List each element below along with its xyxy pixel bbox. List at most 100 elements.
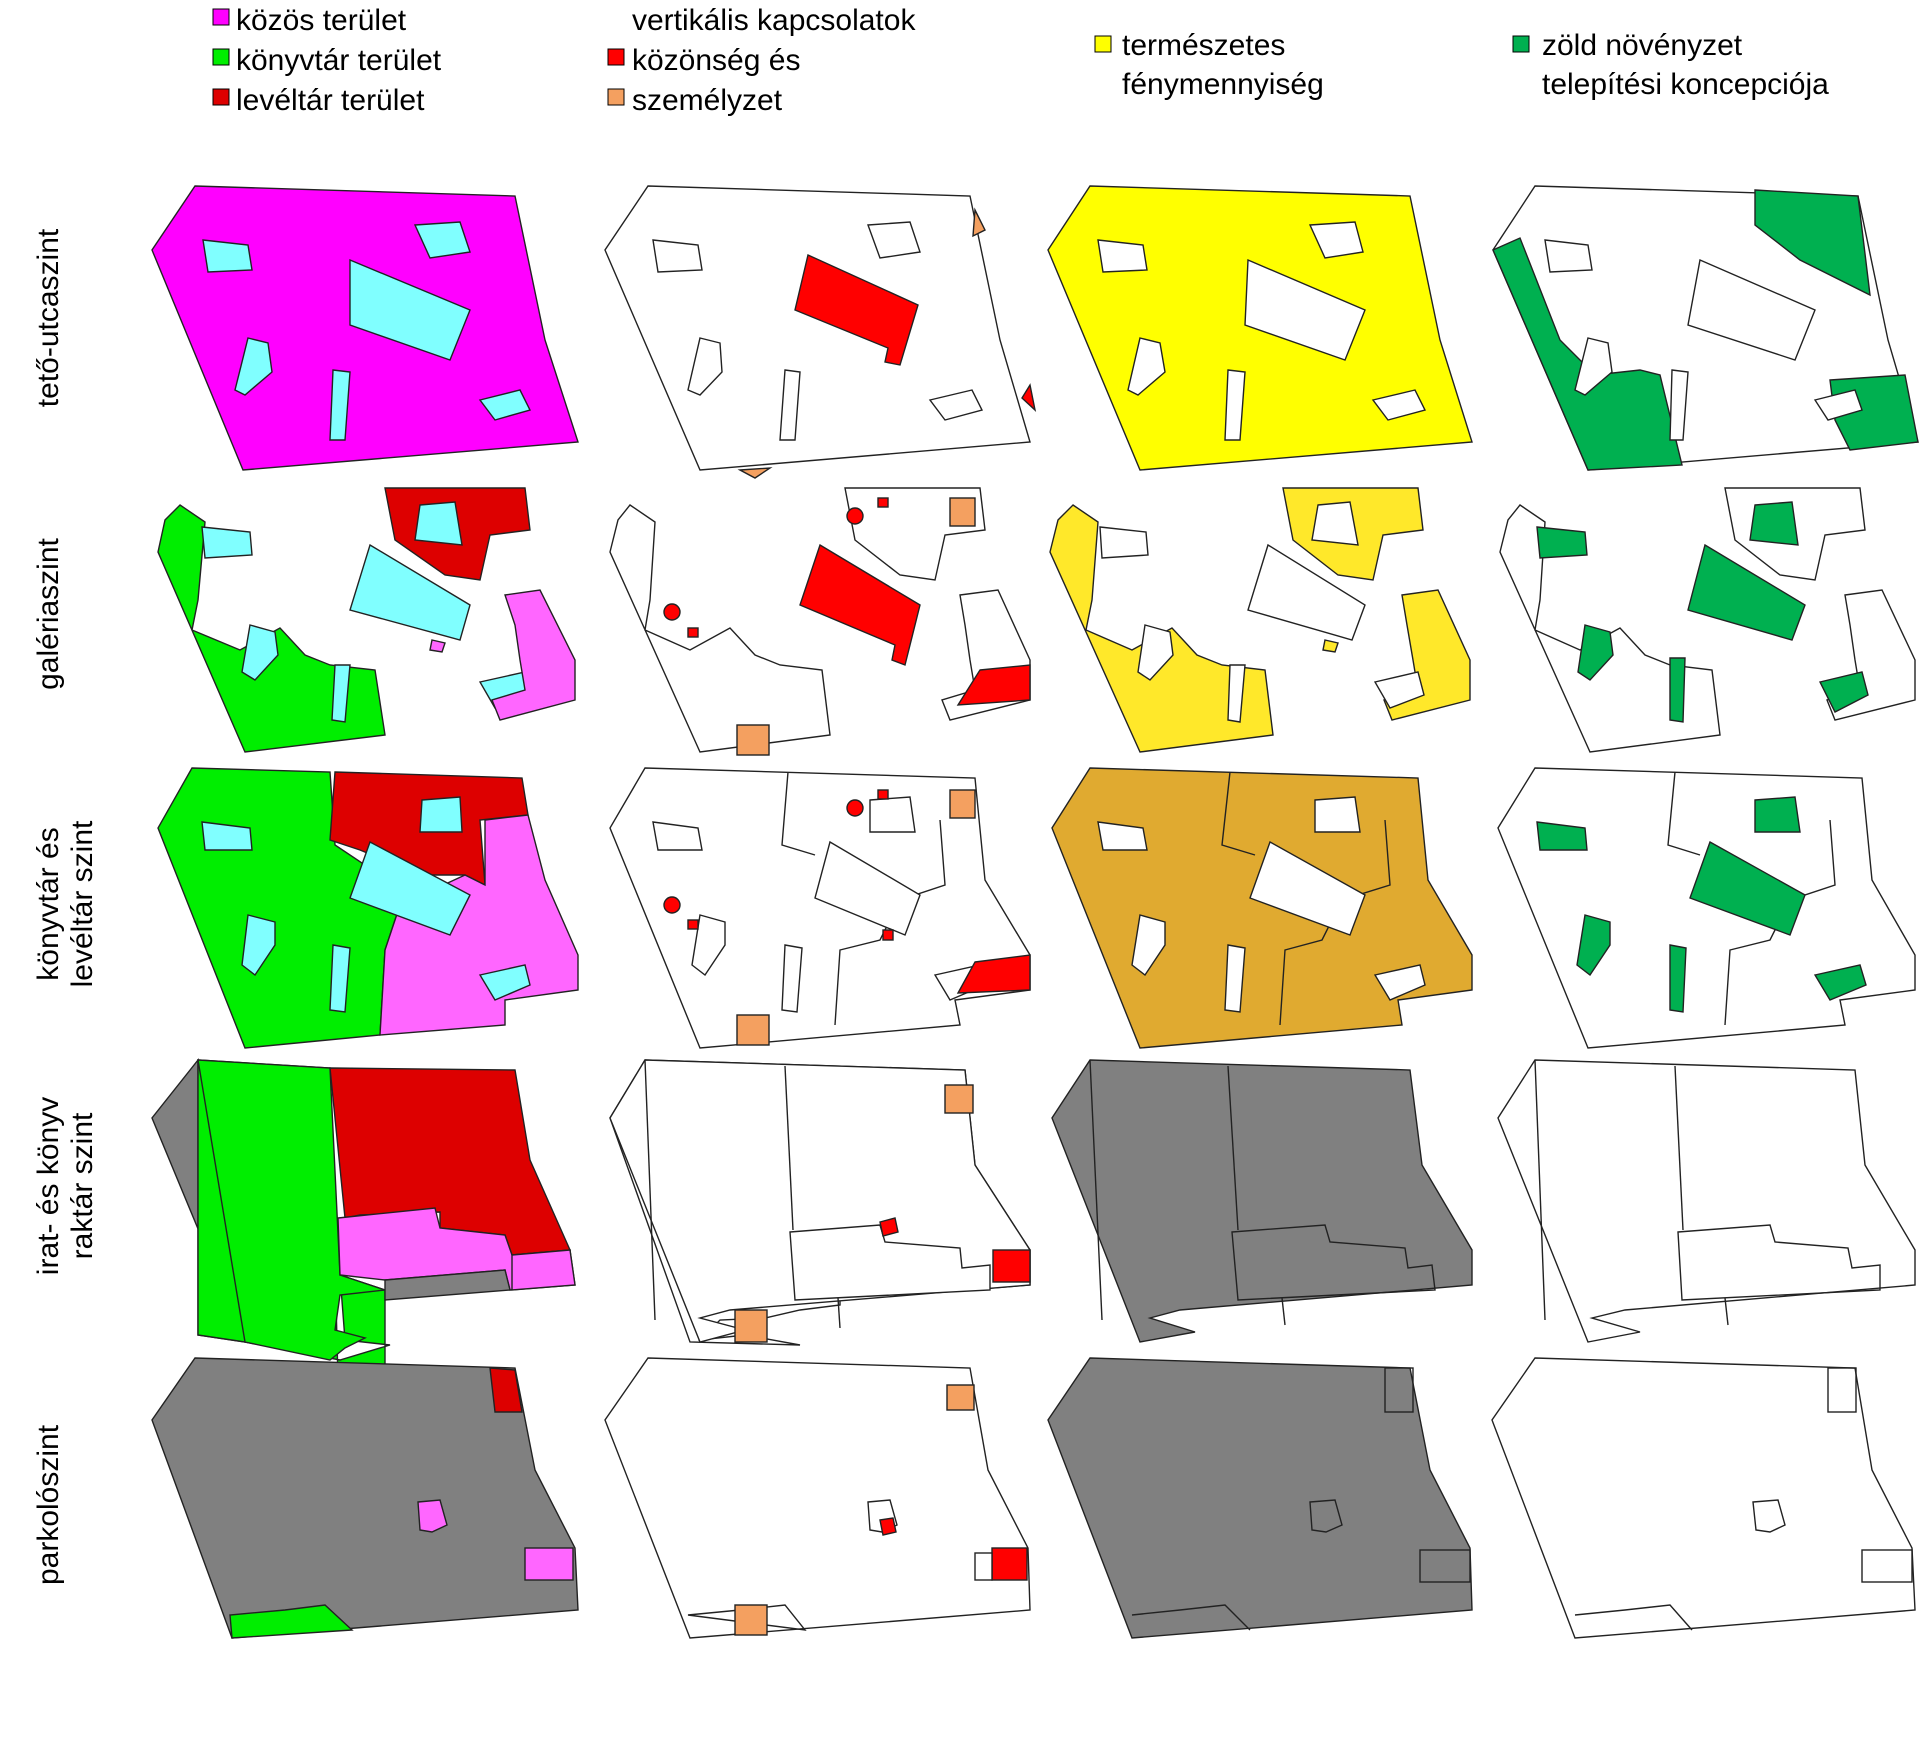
row-label-roof-street: tető-utcaszint (32, 228, 65, 407)
plan-r3-c4-greenery (1497, 767, 1916, 1049)
green-hole-3 (1687, 259, 1816, 361)
public-lift-2 (687, 627, 699, 638)
legend-column-vertical-links: vertikális kapcsolatok közönség és szemé… (607, 4, 916, 117)
opening-4 (687, 337, 723, 396)
atrium-r3-5 (329, 944, 351, 1013)
row-labels: tető-utcaszint galériaszint könyvtár és … (32, 228, 99, 1585)
legend-label-greenery-1: zöld növényzet (1542, 29, 1743, 62)
level3-hole-3 (814, 840, 921, 936)
daylight-hole-6 (1371, 389, 1427, 421)
plan-r5-c2-vertical (604, 1357, 1031, 1639)
daylight-g-hole-e (1227, 664, 1246, 723)
daylight-hole-5 (1224, 369, 1246, 441)
plan-r3-c3-daylight (1051, 767, 1473, 1049)
green-hole-5 (1669, 369, 1689, 441)
daylight-g-hole-d (1137, 624, 1174, 681)
level3-hole-1 (652, 821, 703, 851)
atrium-b (201, 526, 253, 559)
legend-label-library-area: könyvtár terület (236, 44, 442, 77)
green-g-e (1669, 657, 1686, 723)
daylight-hole-2 (1308, 221, 1364, 259)
plan-r5-c1-functions (151, 1357, 579, 1639)
plan-r1-c2-vertical (604, 185, 1037, 479)
common-r4-right (511, 1249, 576, 1291)
daylight-g-hole-f (1373, 671, 1425, 709)
archive-core-r5 (489, 1367, 523, 1413)
plan-r4-c3-daylight (1051, 1059, 1473, 1343)
level3-hole-5 (781, 944, 803, 1013)
legend-label-common-area: közös terület (236, 4, 407, 37)
nodl-r4-line-3 (1089, 1059, 1103, 1321)
level4-division-2 (837, 1297, 841, 1329)
legend-swatch-greenery (1512, 35, 1530, 53)
plan-r3-c2-vertical (609, 767, 1031, 1049)
legend-swatch-archive-area (212, 88, 230, 106)
public-core-gallery (799, 543, 921, 666)
opening-2 (867, 221, 921, 259)
daylight-g-hole-a (1311, 501, 1359, 546)
daylight-g-small (1322, 639, 1339, 653)
daylight-gallery-east (1383, 589, 1471, 721)
row-label-library-archive-1: könyvtár és (32, 827, 65, 980)
nodl-r4-line-1 (1227, 1065, 1239, 1231)
staff-core-edge-1 (972, 207, 986, 238)
level3-outline (609, 767, 1031, 1049)
legend-column-areas: közös terület könyvtár terület levéltár … (212, 4, 442, 117)
legend-swatch-daylight (1094, 35, 1112, 53)
staff-core-r5-s (734, 1604, 768, 1636)
staff-core-r3-n (949, 789, 976, 819)
public-core-e (956, 664, 1031, 706)
nodl-r5-shaft-n (1384, 1367, 1414, 1413)
staff-core-n (949, 497, 976, 527)
daylight-hole-1 (1097, 239, 1148, 273)
plan-r4-c4-greenery (1497, 1059, 1916, 1343)
public-core-edge (1021, 383, 1037, 412)
atrium-a (414, 501, 463, 546)
atrium-4 (234, 337, 273, 396)
nodl-r5-void (1309, 1499, 1343, 1533)
legend-label-staff: személyzet (632, 84, 783, 117)
legend-swatch-library-area (212, 48, 230, 66)
roof-outline (604, 185, 1031, 471)
green-r3-4 (1576, 914, 1611, 977)
row-label-storage-1: irat- és könyv (32, 1097, 65, 1275)
library-r4-core (197, 1059, 386, 1361)
plan-r5-c4-greenery (1491, 1357, 1916, 1639)
level4-outline-g (1497, 1059, 1916, 1343)
daylight-r3-hole-2 (1314, 796, 1361, 833)
row-label-parking: parkolószint (32, 1424, 65, 1585)
legend-swatch-staff-core (607, 88, 625, 106)
gallery-outline-west-g (1499, 504, 1721, 753)
staff-core-r3-s (736, 1014, 770, 1046)
opening-1 (652, 239, 703, 273)
atrium-5 (329, 369, 351, 441)
level4-g-corridor (1677, 1224, 1881, 1301)
row-label-library-archive-2: levéltár szint (66, 820, 99, 987)
atrium-2 (413, 221, 471, 259)
public-lift-r3-1 (877, 789, 889, 800)
plan-r4-c2-vertical (609, 1059, 1031, 1346)
legend: közös terület könyvtár terület levéltár … (212, 4, 1829, 117)
common-gallery (491, 589, 576, 721)
atrium-1 (202, 239, 253, 273)
g-r5-line (1574, 1604, 1693, 1631)
daylight-hole-4 (1127, 337, 1166, 396)
service-r4 (384, 1269, 511, 1301)
public-stair-2 (663, 603, 681, 621)
parking-area (151, 1357, 579, 1639)
row-label-storage-2: raktár szint (66, 1112, 99, 1259)
core-outline-r5-e (974, 1552, 993, 1581)
plan-r1-c3-daylight (1047, 185, 1473, 471)
daylight-r3-hole-3 (1249, 840, 1366, 936)
gallery-outline-east-g (1826, 589, 1916, 721)
staff-core-edge-2 (737, 467, 773, 479)
daylight-r3-hole-5 (1224, 944, 1246, 1013)
atrium-r3-6 (478, 964, 531, 1001)
public-core-roof (794, 254, 919, 366)
opening-6 (928, 389, 984, 421)
daylight-r3-hole-6 (1373, 964, 1426, 1001)
public-lift-1 (877, 497, 889, 508)
atrium-r3-2 (419, 796, 463, 833)
level4-g-line-3 (1534, 1059, 1546, 1321)
daylight-g-hole-b (1099, 526, 1149, 559)
